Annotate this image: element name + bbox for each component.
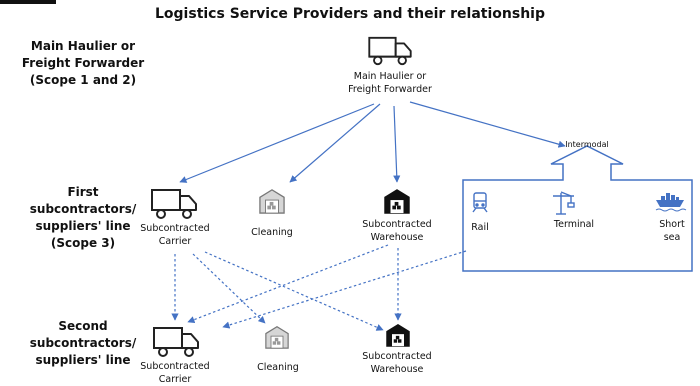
main-haulier-truck-icon — [368, 36, 412, 66]
intermodal-box — [462, 145, 693, 272]
crane-icon — [553, 191, 575, 215]
row-label-main: Main Haulier or Freight Forwarder (Scope… — [21, 39, 145, 87]
cleaning-label-2: Cleaning — [257, 362, 299, 373]
carrier-truck-icon-2 — [153, 327, 199, 357]
diagram-title: Logistics Service Providers and their re… — [155, 6, 545, 22]
second-line-arrows — [171, 244, 467, 331]
intermodal-label: Intermodal — [565, 140, 609, 149]
carrier-label: Subcontracted Carrier — [140, 223, 210, 247]
train-icon — [472, 192, 488, 213]
main-haulier-label: Main Haulier or Freight Forwarder — [348, 71, 432, 95]
terminal-label: Terminal — [553, 219, 595, 230]
warehouse-label-2: Subcontracted Warehouse — [362, 351, 432, 375]
short-sea-label: Short sea — [659, 219, 685, 243]
warehouse-label: Subcontracted Warehouse — [362, 219, 432, 243]
row-label-second: Second subcontractors/ suppliers' line — [29, 319, 137, 367]
ship-icon — [655, 193, 687, 212]
warehouse-icon — [384, 189, 410, 214]
carrier-label-2: Subcontracted Carrier — [140, 361, 210, 385]
main-arrows — [179, 101, 566, 183]
cropped-heading-fragment — [0, 0, 56, 4]
rail-label: Rail — [471, 222, 489, 233]
warehouse-icon-2 — [386, 324, 410, 347]
carrier-truck-icon — [151, 189, 197, 219]
row-label-first: First subcontractors/ suppliers' line (S… — [29, 185, 137, 250]
cleaning-warehouse-icon-2 — [265, 326, 289, 349]
cleaning-label: Cleaning — [251, 227, 293, 238]
cleaning-warehouse-icon — [259, 189, 285, 214]
